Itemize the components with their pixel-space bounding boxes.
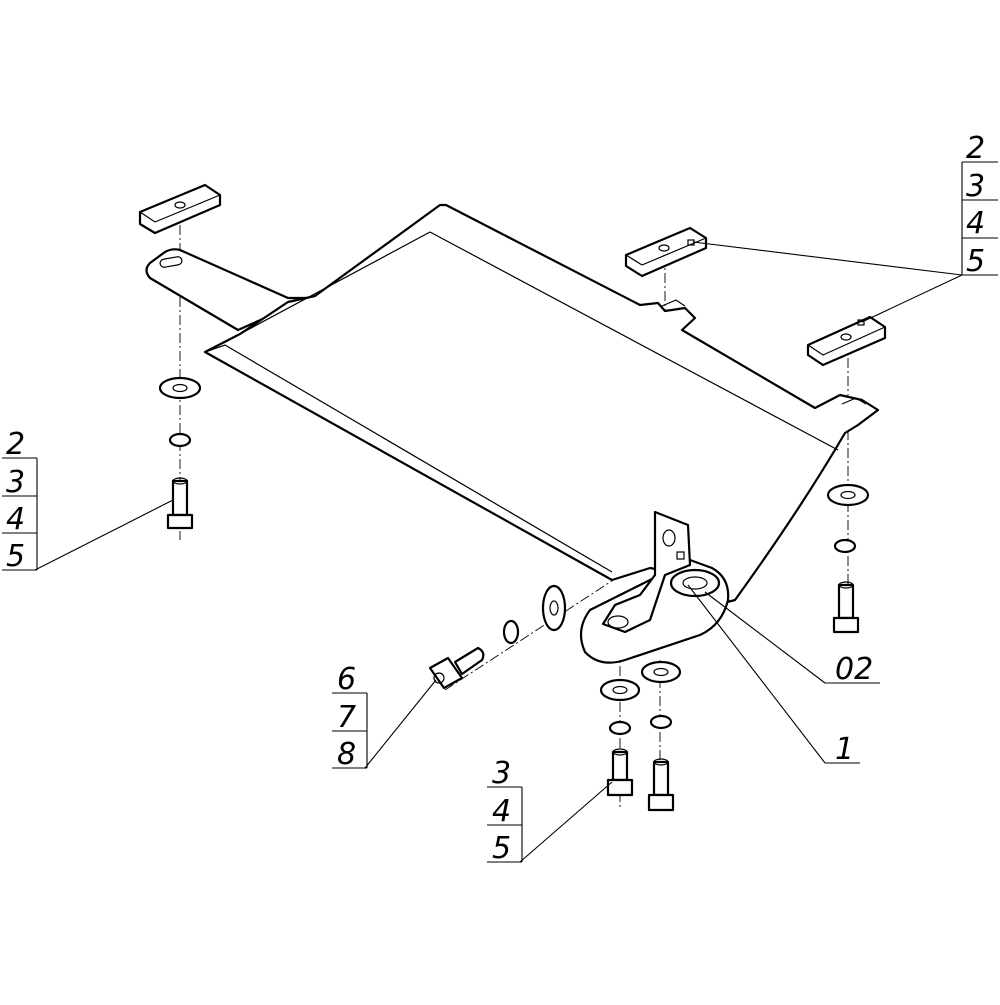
callout-label: 8 [337, 737, 356, 772]
callout-label: 02 [835, 652, 873, 687]
callout-label: 5 [6, 539, 25, 574]
callout-label: 3 [6, 465, 25, 500]
bolt-icon [166, 477, 860, 812]
callout-label: 4 [966, 206, 985, 241]
callout-label: 1 [835, 732, 854, 767]
callout-label: 4 [6, 502, 25, 537]
callout-label: 3 [492, 756, 511, 791]
leader-lines [34, 241, 963, 863]
callout-label: 5 [966, 244, 985, 279]
callout-label: 6 [337, 662, 356, 697]
callout-left: 2 3 4 5 [2, 427, 38, 574]
skid-plate-icon [145, 203, 880, 608]
callout-label: 7 [337, 700, 356, 735]
callout-bottom-center: 3 4 5 [487, 756, 523, 866]
callout-right-low: 1 [825, 732, 860, 767]
callout-label: 2 [966, 131, 985, 166]
callout-label: 2 [6, 427, 25, 462]
callout-bottom-left: 6 7 8 [332, 662, 368, 772]
callout-right-mid: 02 [825, 652, 880, 687]
callout-label: 3 [966, 169, 985, 204]
washer-icon [158, 376, 870, 736]
callout-label: 4 [492, 794, 511, 829]
callout-top-right: 2 3 4 5 [961, 131, 998, 279]
spacer-plate-icon [138, 183, 887, 367]
callout-label: 5 [492, 831, 511, 866]
mounting-bracket-icon [579, 510, 730, 664]
